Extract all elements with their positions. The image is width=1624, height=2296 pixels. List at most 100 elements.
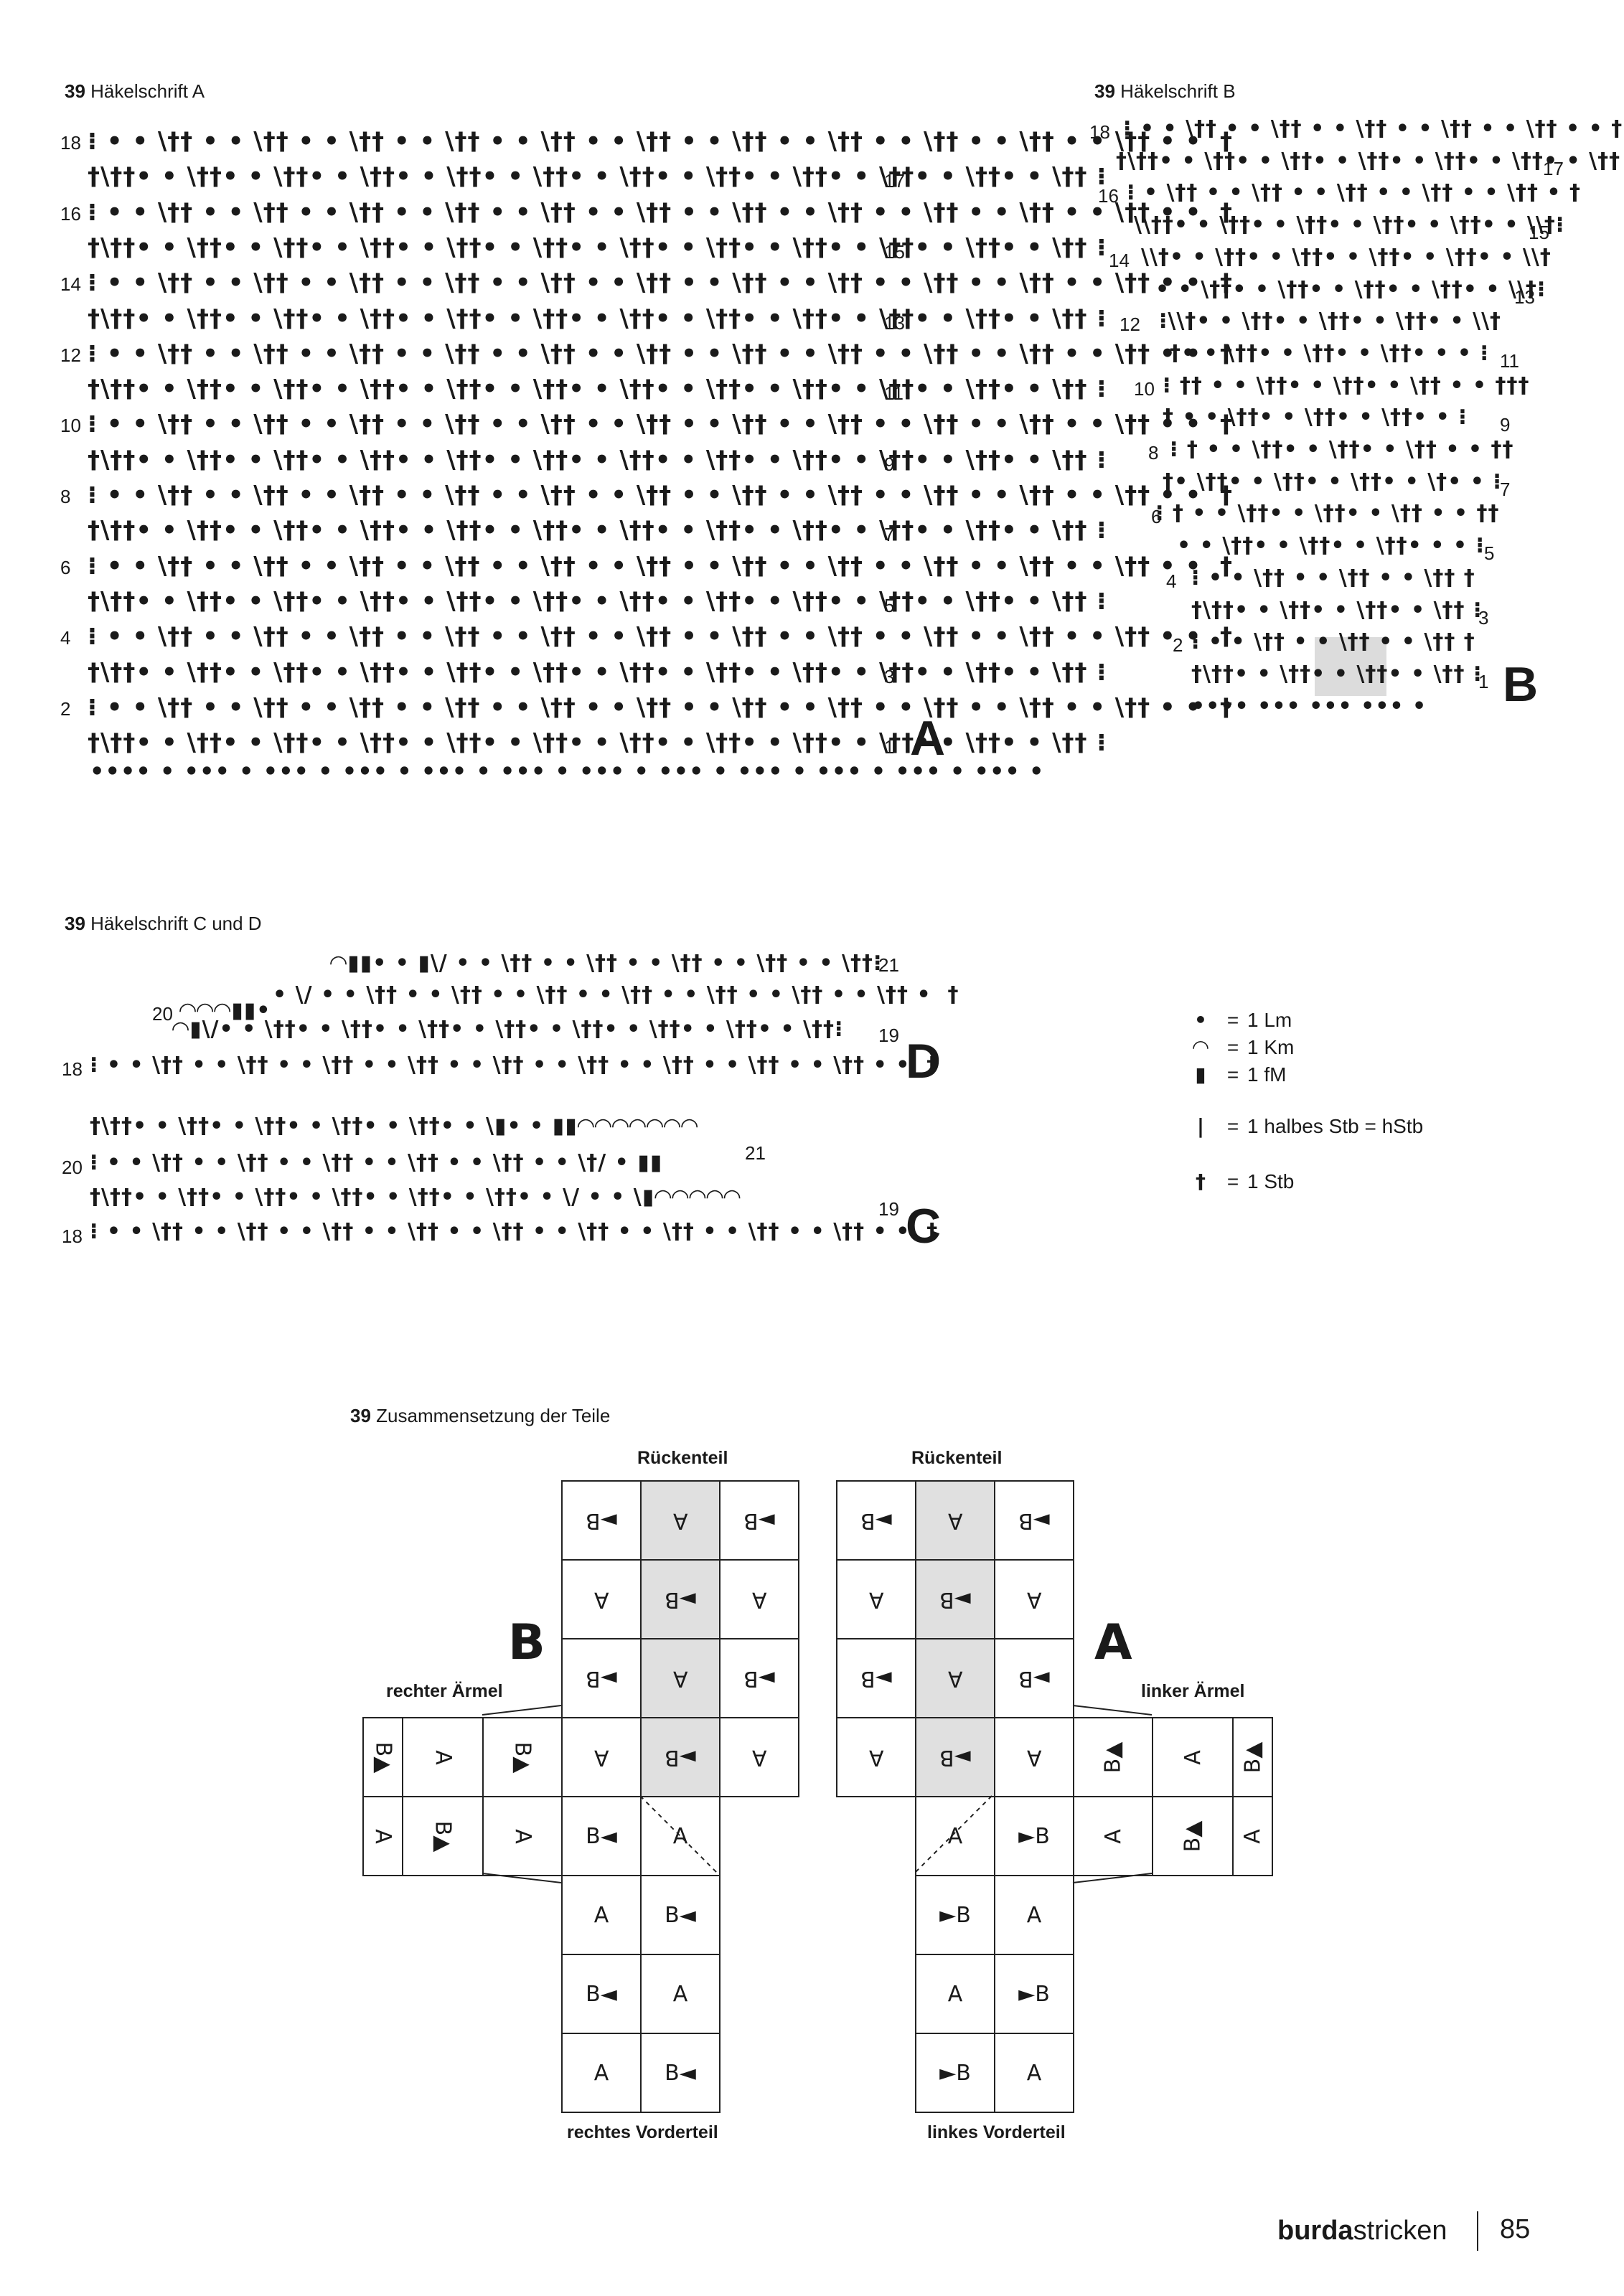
chart-b-row-13: • • \††• • \††• • \††• • \††• • \\†⁝	[1155, 276, 1546, 302]
chart-b-left-num-18: 18	[1089, 121, 1110, 143]
right-sleeve-cell-5: A	[482, 1796, 563, 1876]
left-front-cell-3-1-text: A	[1026, 2060, 1042, 2086]
chart-a-row-18: ⁝ • • \†† • • \†† • • \†† • • \†† • • \†…	[88, 127, 1234, 156]
left-front-cell-1-1-text: A	[1026, 1902, 1042, 1928]
chart-a-right-num-17: 17	[884, 170, 905, 192]
left-front-cell-2-0-text: A	[947, 1981, 963, 2007]
chart-d-row-21: ◠▮▮• • ▮\/ • • \†† • • \†† • • \†† • • \…	[330, 951, 883, 976]
chart-b-highlight	[1315, 637, 1386, 696]
right-sleeve-cell-1: A	[402, 1717, 484, 1797]
legend-equals-3: =	[1226, 1114, 1239, 1137]
chart-a-title: 39 Häkelschrift A	[65, 80, 205, 103]
footer-brand-bold: burda	[1277, 2216, 1353, 2246]
chart-d-num-18: 18	[62, 1058, 83, 1080]
chart-b-row-5: • • \††• • \††• • \††• • • ⁝	[1177, 533, 1485, 559]
label-back-left: Rückenteil	[637, 1448, 728, 1468]
chart-a-left-num-8: 8	[60, 486, 71, 507]
chart-d-row-20: • \/ • • \†† • • \†† • • \†† • • \†† • •…	[273, 982, 959, 1007]
legend-text-2: 1 fM	[1247, 1063, 1287, 1086]
chart-a-right-num-11: 11	[884, 382, 903, 405]
chart-c-row-19: †\††• • \††• • \††• • \††• • \††• • \††•…	[90, 1185, 741, 1210]
chart-b-number: 39	[1094, 80, 1115, 102]
left-sleeve-bottom-connector	[1072, 1873, 1153, 1883]
chart-a-row-6: ⁝ • • \†† • • \†† • • \†† • • \†† • • \†…	[88, 551, 1234, 580]
assembly-big-b: B	[508, 1614, 545, 1671]
chart-a-row-17: †\††• • \††• • \††• • \††• • \††• • \††•…	[88, 162, 1107, 192]
legend-text-3: 1 halbes Stb = hStb	[1247, 1114, 1424, 1137]
chart-a-letter: A	[910, 711, 946, 766]
chart-b-right-num-15: 15	[1529, 222, 1549, 244]
chart-a-right-num-9: 9	[884, 453, 895, 475]
chart-b-row-1: †\††• • \††• • \††• • \†† ⁝	[1191, 661, 1483, 687]
back-left-cell-0-2: ►B	[719, 1480, 799, 1561]
right-front-cell-3-1: B◄	[640, 2033, 721, 2113]
chart-a-row-12: ⁝ • • \†† • • \†† • • \†† • • \†† • • \†…	[88, 339, 1234, 368]
legend-equals-0: =	[1226, 1008, 1239, 1031]
chart-b-left-num-10: 10	[1134, 377, 1155, 400]
legend-row-2: ▮=1 fM	[1183, 1063, 1286, 1086]
chart-b-row-11: †• • \††• • \††• • \††• • • ⁝	[1170, 340, 1489, 366]
right-sleeve-cell-3: A	[362, 1796, 403, 1876]
chart-b-row-15: \\††• • \††• • \††• • \††• • \††• • \\†⁝	[1134, 212, 1565, 238]
left-front-cell-2-1: ►B	[994, 1954, 1074, 2034]
chart-c-num-21: 21	[745, 1142, 766, 1164]
chart-a-row-4: ⁝ • • \†† • • \†† • • \†† • • \†† • • \†…	[88, 622, 1234, 651]
chart-a-row-7: †\††• • \††• • \††• • \††• • \††• • \††•…	[88, 516, 1107, 545]
right-front-cell-2-0-text: B◄	[586, 1981, 617, 2007]
left-front-cell-1-0-text: ►B	[939, 1902, 971, 1928]
chart-b-left-num-2: 2	[1173, 634, 1183, 657]
chart-a-number: 39	[65, 80, 85, 102]
legend-row-0: •=1 Lm	[1183, 1008, 1292, 1032]
right-front-diagonal	[639, 1795, 720, 1876]
legend-symbol-1: ◠	[1193, 1035, 1208, 1059]
legend-text-4: 1 Stb	[1247, 1170, 1295, 1192]
legend-symbol-4: †	[1196, 1170, 1206, 1193]
chart-a-row-5: †\††• • \††• • \††• • \††• • \††• • \††•…	[88, 586, 1107, 616]
label-right-front: rechtes Vorderteil	[567, 2122, 718, 2142]
chart-d-num-21: 21	[878, 954, 899, 976]
chart-b-left-num-14: 14	[1109, 249, 1130, 271]
assembly-number: 39	[350, 1405, 371, 1426]
chart-d-num-19: 19	[878, 1025, 899, 1046]
left-front-cell-3-0: ►B	[915, 2033, 995, 2113]
left-sleeve-cell-0: B▲	[1073, 1717, 1153, 1797]
left-sleeve-cell-2: B▲	[1232, 1717, 1273, 1797]
left-front-cell-2-1-text: ►B	[1018, 1981, 1050, 2007]
back-right-cell-3-0: A	[836, 1717, 916, 1797]
legend-symbol-0: •	[1194, 1008, 1207, 1032]
back-right-cell-1-1: ►B	[915, 1559, 995, 1639]
left-front-cell-3-0-text: ►B	[939, 2060, 971, 2086]
back-right-cell-3-1: ►B	[915, 1717, 995, 1797]
chart-b-base-row: •••• ••• ••• ••• •	[1191, 693, 1427, 719]
chart-b-left-num-16: 16	[1098, 185, 1119, 207]
footer-brand: burdastricken	[1277, 2216, 1447, 2246]
label-right-sleeve: rechter Ärmel	[386, 1681, 503, 1701]
chart-a-left-num-10: 10	[60, 415, 81, 437]
chart-b-row-4: ⁝ • • \†† • • \†† • • \†† †	[1191, 565, 1475, 591]
legend-row-4: †=1 Stb	[1183, 1170, 1294, 1193]
chart-cd-title: 39 Häkelschrift C und D	[65, 913, 262, 935]
chart-a-right-num-5: 5	[884, 594, 895, 616]
right-sleeve-cell-2: B▲	[482, 1717, 563, 1797]
chart-a-right-num-15: 15	[884, 240, 905, 263]
chart-c-num-20: 20	[62, 1157, 83, 1178]
chart-b-row-18: ⁝ • • \†† • • \†† • • \†† • • \†† • • \†…	[1123, 116, 1623, 141]
chart-b-letter: B	[1503, 657, 1539, 712]
chart-b-left-num-6: 6	[1151, 506, 1162, 528]
chart-d-row-18: ⁝ • • \†† • • \†† • • \†† • • \†† • • \†…	[90, 1053, 939, 1078]
chart-b-left-num-8: 8	[1148, 442, 1159, 464]
right-sleeve-bottom-connector	[482, 1873, 562, 1883]
left-sleeve-cell-5: A	[1232, 1796, 1273, 1876]
chart-b-row-6: ⁝ † • • \††• • \††• • \†† • • ††	[1155, 501, 1500, 527]
chart-c-num-18: 18	[62, 1225, 83, 1247]
chart-b-row-14: \\†• • \††• • \††• • \††• • \††• • \\†	[1141, 244, 1552, 270]
chart-b-right-num-17: 17	[1543, 157, 1564, 179]
legend-equals-2: =	[1226, 1063, 1239, 1086]
chart-a-right-num-13: 13	[884, 311, 905, 334]
right-front-cell-3-0-text: A	[593, 2060, 609, 2086]
right-front-cell-3-1-text: B◄	[665, 2060, 696, 2086]
chart-b-title-text: Häkelschrift B	[1120, 80, 1236, 102]
right-front-cell-3-0: A	[561, 2033, 642, 2113]
chart-b-right-num-5: 5	[1484, 542, 1495, 565]
back-left-cell-3-0: A	[561, 1717, 642, 1797]
